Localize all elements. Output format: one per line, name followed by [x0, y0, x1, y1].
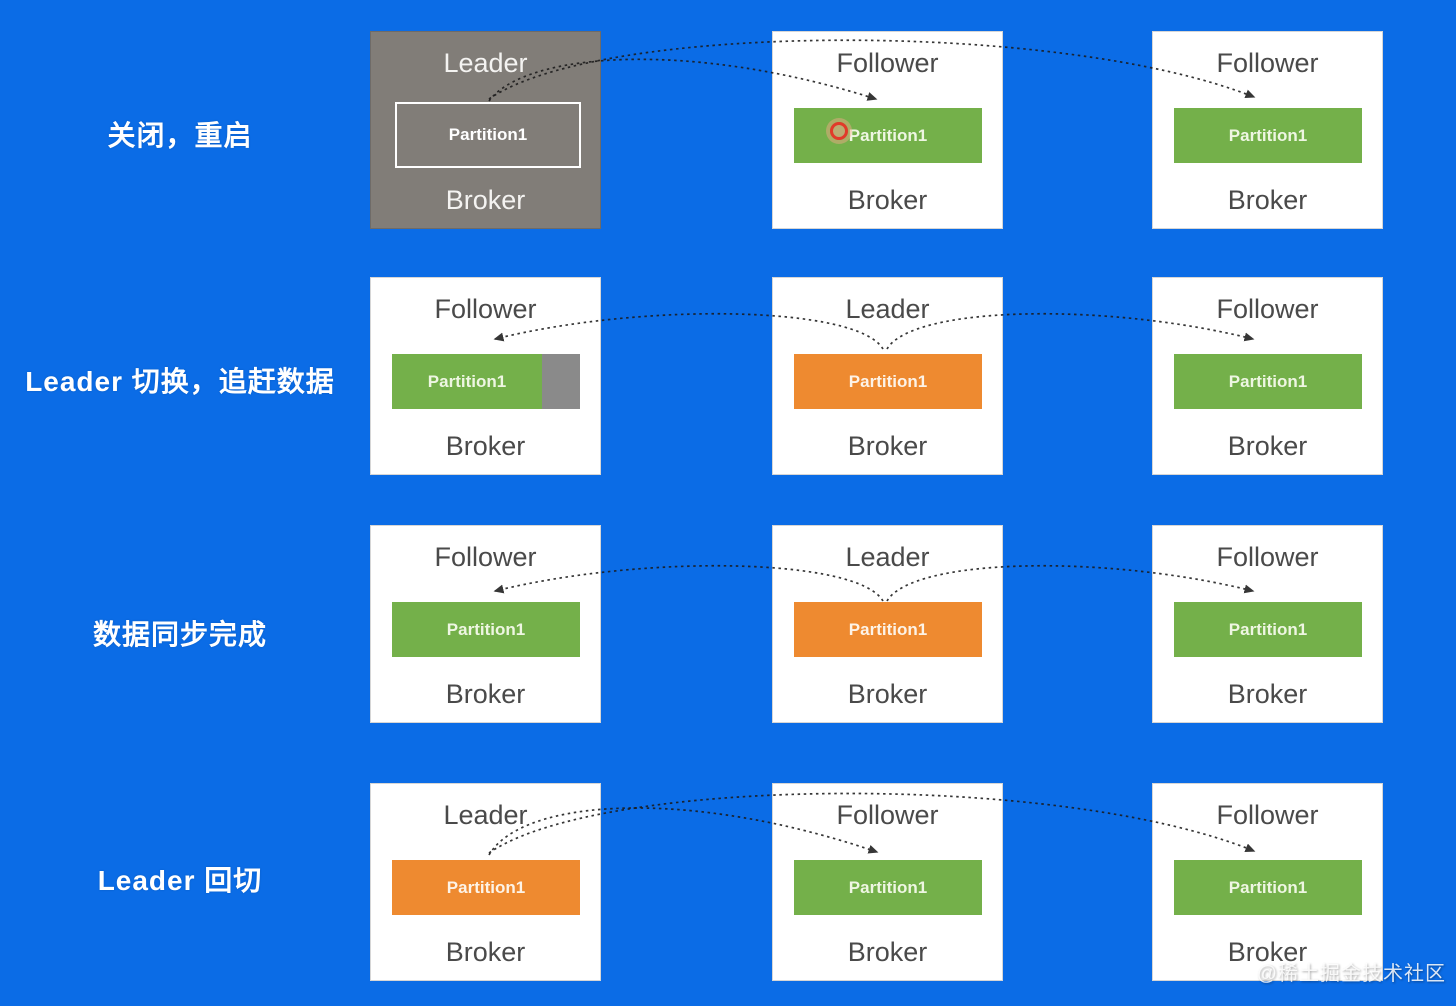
watermark: @稀土掘金技术社区 [1256, 963, 1446, 985]
partition-synced-segment: Partition1 [392, 354, 542, 409]
partition-bar-green: Partition1 [1174, 860, 1362, 915]
partition-label: Partition1 [848, 619, 928, 639]
broker-box-shutdown-leader: Leader Partition1 Broker [370, 31, 601, 229]
broker-role-label: Follower [836, 48, 939, 78]
broker-box-follower: Follower Partition1 Broker [370, 525, 601, 723]
broker-role-label: Follower [434, 542, 537, 572]
broker-name-label: Broker [847, 185, 928, 215]
broker-name-label: Broker [445, 185, 526, 215]
broker-role-label: Follower [434, 294, 537, 324]
partition-label: Partition1 [1228, 619, 1308, 639]
broker-role-label: Leader [443, 800, 528, 830]
broker-name-label: Broker [1227, 431, 1308, 461]
broker-name-label: Broker [847, 431, 928, 461]
broker-box-follower: Follower Partition1 Broker [772, 783, 1003, 981]
broker-box-leader: Leader Partition1 Broker [772, 277, 1003, 475]
broker-name-label: Broker [1227, 679, 1308, 709]
broker-role-label: Leader [845, 294, 930, 324]
partition-label: Partition1 [448, 125, 528, 144]
partition-label: Partition1 [848, 877, 928, 897]
partition-bar-outlined: Partition1 [395, 102, 581, 168]
click-indicator-icon [830, 122, 848, 140]
partition-bar-green: Partition1 [1174, 354, 1362, 409]
partition-unsynced-segment [542, 354, 580, 409]
broker-name-label: Broker [847, 679, 928, 709]
stage-label-leader-switchback: Leader 回切 [97, 865, 263, 896]
broker-role-label: Follower [1216, 542, 1319, 572]
broker-box-follower: Follower Partition1 Broker [772, 31, 1003, 229]
broker-box-leader: Leader Partition1 Broker [370, 783, 601, 981]
broker-role-label: Follower [1216, 48, 1319, 78]
broker-role-label: Follower [1216, 294, 1319, 324]
partition-bar-green: Partition1 [392, 602, 580, 657]
partition-label: Partition1 [446, 877, 526, 897]
stage-label-shutdown-restart: 关闭，重启 [107, 120, 253, 151]
broker-box-follower: Follower Partition1 Broker [1152, 31, 1383, 229]
broker-name-label: Broker [445, 679, 526, 709]
partition-bar-catchup: Partition1 [392, 354, 580, 409]
broker-name-label: Broker [445, 431, 526, 461]
broker-name-label: Broker [1227, 937, 1308, 967]
broker-role-label: Leader [443, 48, 528, 78]
partition-bar-green: Partition1 [794, 860, 982, 915]
partition-label: Partition1 [848, 371, 928, 391]
partition-bar-green: Partition1 [794, 108, 982, 163]
broker-role-label: Leader [845, 542, 930, 572]
stage-label-sync-complete: 数据同步完成 [92, 619, 267, 650]
partition-label: Partition1 [848, 125, 928, 145]
broker-box-follower: Follower Partition1 Broker [1152, 783, 1383, 981]
broker-name-label: Broker [1227, 185, 1308, 215]
broker-box-follower: Follower Partition1 Broker [1152, 525, 1383, 723]
partition-label: Partition1 [1228, 877, 1308, 897]
broker-box-follower-catchup: Follower Partition1 Broker [370, 277, 601, 475]
broker-box-leader: Leader Partition1 Broker [772, 525, 1003, 723]
partition-label: Partition1 [427, 371, 507, 391]
broker-box-follower: Follower Partition1 Broker [1152, 277, 1383, 475]
partition-bar-orange: Partition1 [794, 354, 982, 409]
partition-bar-green: Partition1 [1174, 108, 1362, 163]
partition-bar-orange: Partition1 [794, 602, 982, 657]
partition-bar-orange: Partition1 [392, 860, 580, 915]
stage-label-leader-switch: Leader 切换，追赶数据 [25, 366, 335, 397]
broker-name-label: Broker [847, 937, 928, 967]
broker-role-label: Follower [1216, 800, 1319, 830]
broker-role-label: Follower [836, 800, 939, 830]
partition-label: Partition1 [446, 619, 526, 639]
partition-label: Partition1 [1228, 371, 1308, 391]
partition-bar-green: Partition1 [1174, 602, 1362, 657]
broker-name-label: Broker [445, 937, 526, 967]
partition-label: Partition1 [1228, 125, 1308, 145]
